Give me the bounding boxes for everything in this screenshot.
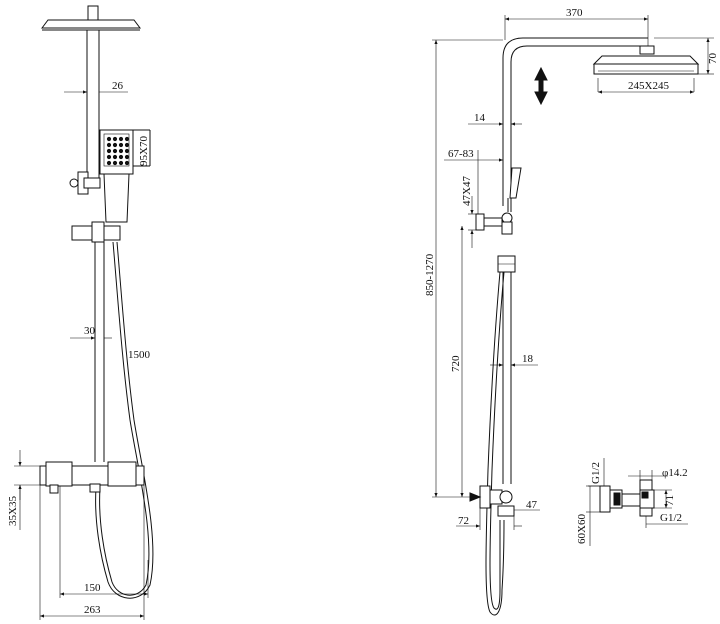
dim-bar-diameter-label: 30: [84, 325, 96, 337]
dim-body-depth-label: 72: [458, 515, 469, 527]
dim-head-thickness: 70: [654, 37, 719, 75]
front-slider-holder: [71, 221, 121, 243]
front-riser-pipe: [86, 30, 105, 462]
dim-outlet-label: 47: [526, 499, 538, 511]
side-shower-arm: [502, 37, 655, 120]
dim-bracket-size: 47X47: [461, 176, 476, 248]
dim-body-length-label: 263: [84, 604, 101, 616]
dim-flange-label: 60X60: [576, 514, 588, 544]
side-valve-body: [432, 485, 515, 517]
dim-rail-diameter: 26: [64, 80, 128, 94]
side-hand-shower: [507, 167, 522, 212]
side-hose: [485, 271, 505, 616]
front-valve-body: [39, 461, 145, 494]
height-adjust-arrow-icon: [534, 66, 548, 106]
dim-slider-diameter-label: 18: [522, 353, 534, 365]
dim-slider-diameter: 18: [490, 353, 538, 367]
dim-bracket-size-label: 47X47: [461, 176, 473, 206]
front-rain-head: [41, 5, 141, 31]
front-hose: 1500: [95, 241, 154, 599]
dim-wall-offset-label: 14: [474, 112, 486, 124]
dim-bracket-range-label: 67-83: [448, 148, 474, 160]
dim-body-profile: 35X35: [7, 450, 40, 530]
side-wall-bracket: [475, 212, 513, 235]
front-diverter-knob: [69, 171, 101, 195]
side-rain-head: 245X245: [592, 55, 700, 94]
dim-head-size-label: 245X245: [628, 80, 669, 92]
dim-inlet-centers: 150: [60, 582, 148, 596]
dim-arm-reach: 370: [504, 7, 649, 48]
dim-body-length: 263: [40, 604, 144, 618]
connector-detail: φ14.2 71 G1/2 G1/2 60X60: [576, 458, 688, 546]
dim-head-thickness-label: 70: [707, 53, 719, 65]
dim-bracket-range: 67-83: [444, 148, 503, 225]
dim-height-range-label: 850-1270: [424, 253, 436, 296]
dim-body-profile-label: 35X35: [7, 496, 19, 526]
dim-offset-label: 71: [664, 495, 676, 506]
side-slider-ring: [497, 255, 516, 273]
dim-outlet: 47: [514, 499, 540, 511]
front-view: 26 95X70: [7, 5, 154, 620]
dim-rail-diameter-label: 26: [112, 80, 124, 92]
dim-bar-diameter: 30: [70, 325, 112, 340]
dim-inlet-centers-label: 150: [84, 582, 101, 594]
dim-arm-reach-label: 370: [566, 7, 583, 19]
front-hand-shower: 95X70: [99, 129, 151, 223]
dim-bar-height-label: 720: [450, 355, 462, 372]
dim-height-range: 850-1270: [424, 39, 503, 497]
hand-shower-nozzles: [106, 136, 130, 166]
dim-bar-height: 720: [450, 226, 464, 497]
dim-hose-length-label: 1500: [128, 349, 151, 361]
dim-wall-offset: 14: [468, 112, 522, 126]
side-riser-pipe: [502, 120, 512, 484]
side-view: 370 245X245 70: [424, 7, 719, 616]
dim-thread-bottom-label: G1/2: [660, 512, 682, 524]
dim-thread-top-label: G1/2: [590, 462, 602, 484]
dim-handshower-head-label: 95X70: [138, 136, 150, 166]
dim-body-depth: 72: [456, 508, 522, 530]
dim-pipe-diameter-label: φ14.2: [662, 467, 688, 479]
